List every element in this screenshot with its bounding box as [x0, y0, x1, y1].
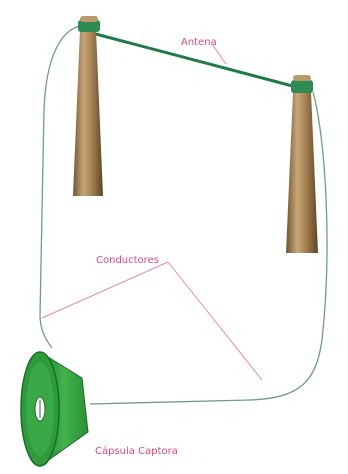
antenna-label: Antena [181, 37, 217, 48]
left-tower [73, 16, 103, 196]
conductors-pointer-right [168, 262, 262, 380]
right-tower [286, 75, 318, 253]
conductors-label: Conductores [96, 255, 159, 266]
label-pointers [42, 44, 262, 380]
capsule-captora [21, 352, 88, 466]
conductors-pointer-left [42, 262, 168, 318]
capsule-label: Cápsula Captora [95, 445, 178, 457]
